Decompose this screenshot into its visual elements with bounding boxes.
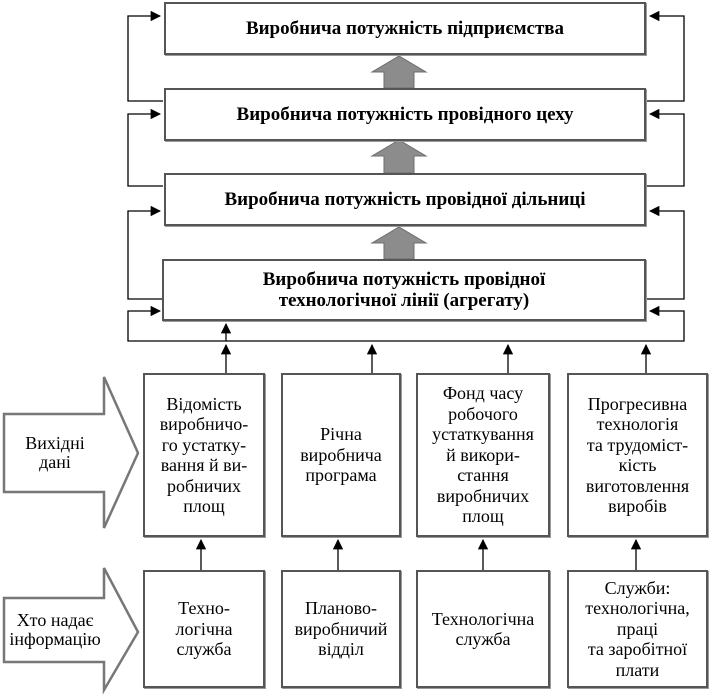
left-loop-4 [127,305,226,342]
level-line: Виробнича потужність провідної технологі… [162,259,646,321]
provider-box-tech-service: Техно- логічна служба [143,570,265,688]
left-loop-2 [127,108,163,187]
right-loop-3 [646,205,685,300]
left-loop-1 [127,10,163,102]
inputs-hollow-arrow [2,376,140,529]
provider-box-tech-service-2: Технологічна служба [416,570,550,688]
input-box-equipment: Відомість виробничо- го устатку- вання й… [143,373,265,537]
level-line-text: Виробнича потужність провідної технологі… [262,269,546,311]
input-box-program: Річна виробнича програма [281,373,401,537]
level-section-text: Виробнича потужність провідної дільниці [224,189,586,210]
block-arrow-up-b [370,139,428,174]
providers-hollow-arrow [2,567,140,695]
right-loop-4 [646,305,685,342]
provider-box-planning: Планово- виробничий відділ [281,570,401,688]
input-box-technology: Прогресивна технологія та трудоміст- кіс… [567,373,708,537]
right-loop-1 [646,10,685,102]
level-enterprise-text: Виробнича потужність підприємства [245,18,565,39]
level-enterprise: Виробнича потужність підприємства [164,2,646,55]
block-arrow-up-c [370,226,428,260]
block-arrow-up-a [370,55,428,89]
level-workshop: Виробнича потужність провідного цеху [164,88,646,141]
right-loop-2 [646,108,685,187]
providers-label: Хто надає інформацію [9,610,101,649]
provider-box-services: Служби: технологічна, праці та заробітно… [567,570,708,688]
level-section: Виробнича потужність провідної дільниці [164,173,646,226]
level-workshop-text: Виробнича потужність провідного цеху [236,104,574,125]
input-box-time-fund: Фонд часу робочого устаткування й викори… [416,373,550,537]
inputs-label: Вихідні дані [25,433,85,472]
left-loop-3 [127,205,163,300]
